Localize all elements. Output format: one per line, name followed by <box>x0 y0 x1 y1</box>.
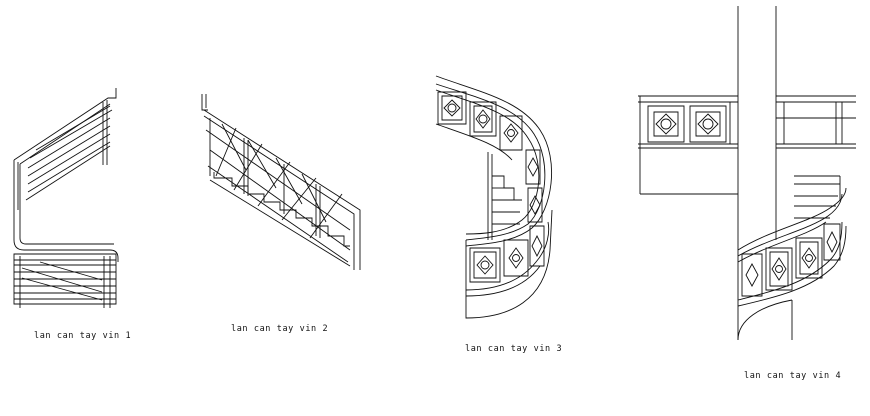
railing-drawing-2 <box>202 94 360 270</box>
railing-drawing-3 <box>436 76 552 318</box>
caption-drawing-1: lan can tay vin 1 <box>34 331 132 341</box>
railing-drawing-4 <box>638 6 856 340</box>
caption-drawing-4: lan can tay vin 4 <box>744 371 842 381</box>
caption-drawing-3: lan can tay vin 3 <box>465 344 563 354</box>
caption-drawing-2: lan can tay vin 2 <box>231 324 329 334</box>
railing-drawing-1 <box>14 88 118 308</box>
